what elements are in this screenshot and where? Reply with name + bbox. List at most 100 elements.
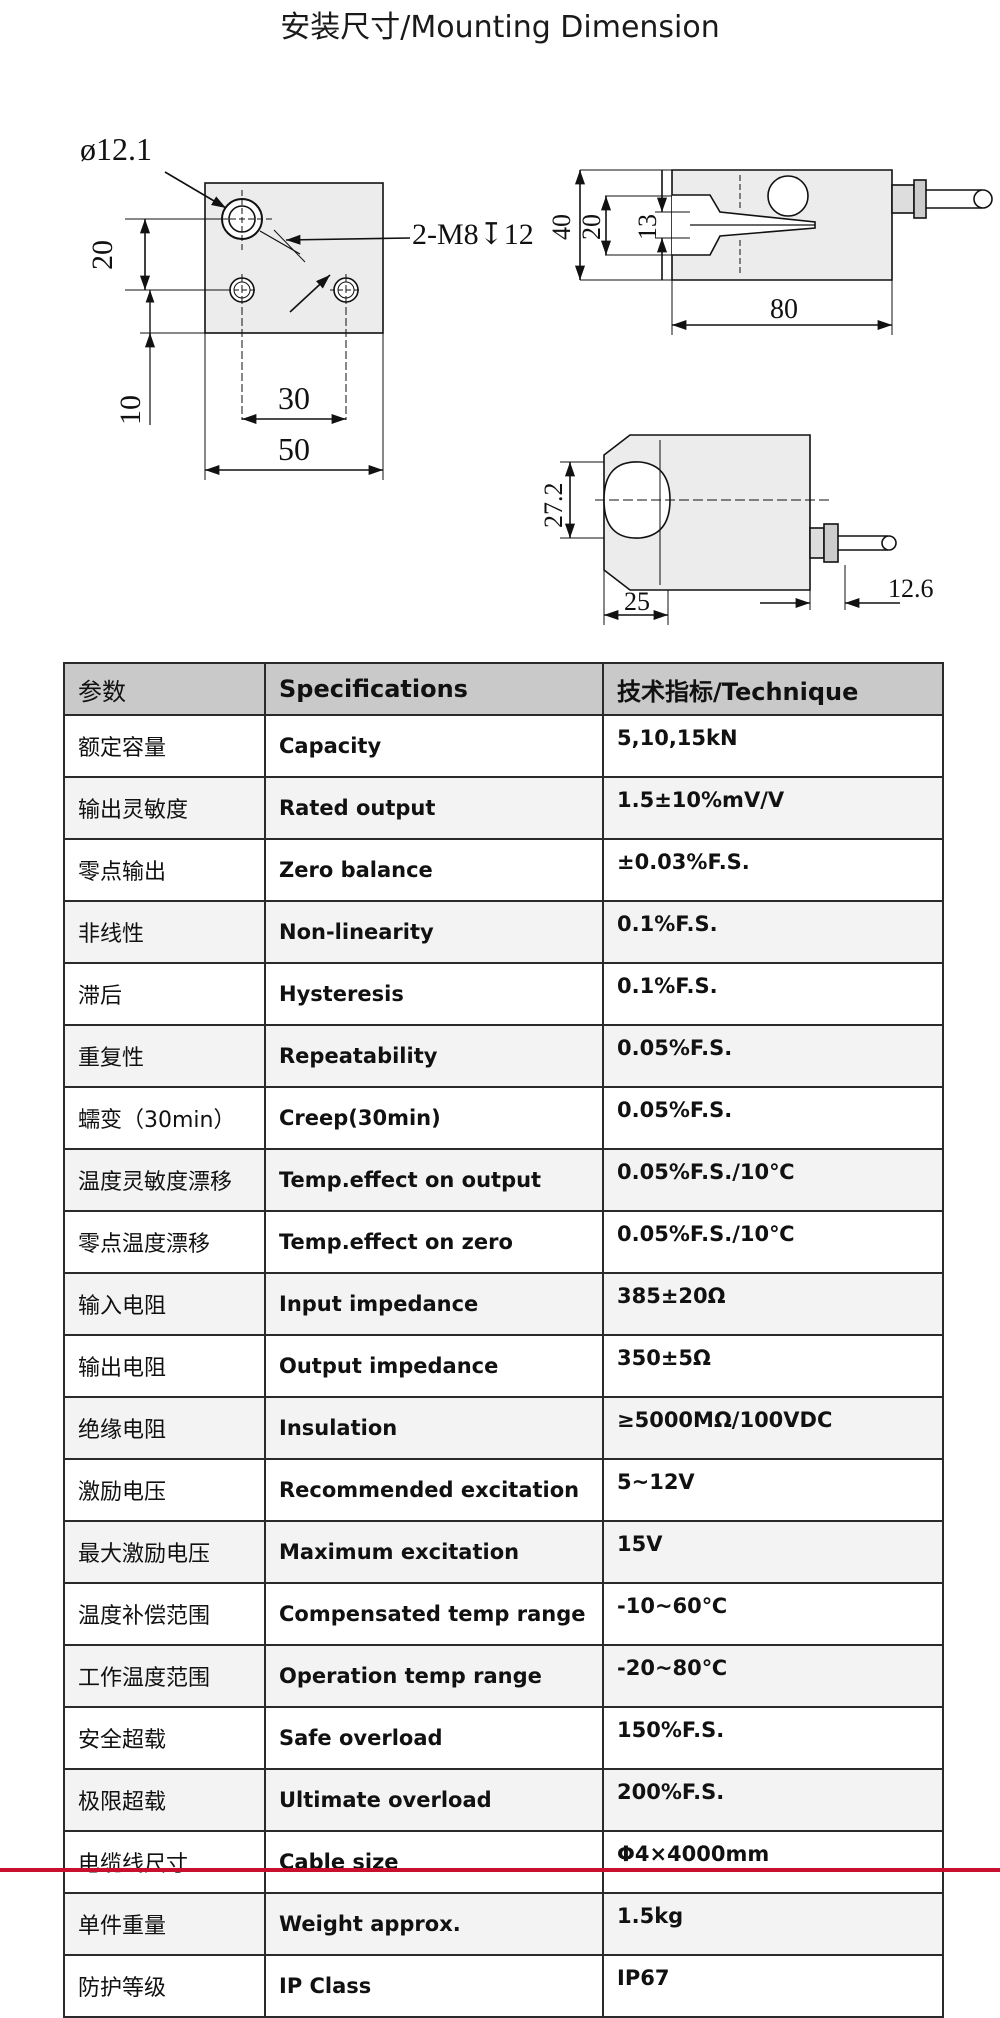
dim-side-20: 20 — [577, 214, 606, 240]
spec-name-cell: Rated output — [264, 776, 604, 840]
spec-param-cell: 输出灵敏度 — [63, 776, 266, 840]
spec-value-cell: 0.05%F.S. — [602, 1086, 944, 1150]
spec-name-cell: Maximum excitation — [264, 1520, 604, 1584]
dim-front-20: 20 — [86, 240, 119, 270]
spec-param-cell: 工作温度范围 — [63, 1644, 266, 1708]
side-view — [574, 169, 993, 335]
spec-value-cell: 15V — [602, 1520, 944, 1584]
table-header-row: 参数 Specifications 技术指标/Technique — [63, 662, 944, 716]
spec-name-cell: Zero balance — [264, 838, 604, 902]
mounting-drawing: ø12.1 2-M8↧12 20 10 30 50 40 — [80, 131, 993, 625]
side-view-labels: 40 20 13 80 — [547, 214, 798, 325]
dim-top-12-6: 12.6 — [888, 574, 934, 603]
spec-param-cell: 零点输出 — [63, 838, 266, 902]
dim-side-13: 13 — [633, 214, 662, 240]
spec-value-cell: 150%F.S. — [602, 1706, 944, 1770]
spec-name-cell: Weight approx. — [264, 1892, 604, 1956]
spec-param-cell: 零点温度漂移 — [63, 1210, 266, 1274]
top-view-labels: 27.2 25 12.6 — [539, 483, 934, 617]
spec-name-cell: Temp.effect on output — [264, 1148, 604, 1212]
spec-param-cell: 滞后 — [63, 962, 266, 1026]
spec-name-cell: Hysteresis — [264, 962, 604, 1026]
dim-thread-callout: 2-M8↧12 — [412, 218, 534, 251]
spec-param-cell: 输出电阻 — [63, 1334, 266, 1398]
spec-name-cell: Operation temp range — [264, 1644, 604, 1708]
dim-front-30: 30 — [278, 380, 310, 416]
header-param: 参数 — [63, 662, 266, 716]
spec-value-cell: ≥5000MΩ/100VDC — [602, 1396, 944, 1460]
spec-param-cell: 重复性 — [63, 1024, 266, 1088]
spec-param-cell: 最大激励电压 — [63, 1520, 266, 1584]
spec-value-cell: 5~12V — [602, 1458, 944, 1522]
spec-value-cell: -10~60℃ — [602, 1582, 944, 1646]
spec-name-cell: Compensated temp range — [264, 1582, 604, 1646]
spec-name-cell: Recommended excitation — [264, 1458, 604, 1522]
page-title: 安装尺寸/Mounting Dimension — [280, 10, 720, 45]
top-view — [560, 434, 900, 625]
spec-name-cell: Insulation — [264, 1396, 604, 1460]
table-row: 蠕变（30min）Creep(30min)0.05%F.S. — [63, 1086, 944, 1150]
header-tech: 技术指标/Technique — [602, 662, 944, 716]
header-spec: Specifications — [264, 662, 604, 716]
spec-value-cell: IP67 — [602, 1954, 944, 2018]
dim-side-80: 80 — [770, 294, 798, 325]
spec-value-cell: Φ4×4000mm — [602, 1830, 944, 1894]
dim-side-40: 40 — [547, 214, 576, 240]
spec-param-cell: 温度补偿范围 — [63, 1582, 266, 1646]
spec-param-cell: 额定容量 — [63, 714, 266, 778]
spec-value-cell: -20~80℃ — [602, 1644, 944, 1708]
dim-front-10: 10 — [114, 395, 147, 425]
spec-param-cell: 防护等级 — [63, 1954, 266, 2018]
spec-name-cell: IP Class — [264, 1954, 604, 2018]
spec-value-cell: 0.1%F.S. — [602, 962, 944, 1026]
spec-name-cell: Temp.effect on zero — [264, 1210, 604, 1274]
spec-param-cell: 绝缘电阻 — [63, 1396, 266, 1460]
spec-param-cell: 非线性 — [63, 900, 266, 964]
spec-value-cell: 1.5kg — [602, 1892, 944, 1956]
spec-param-cell: 电缆线尺寸 — [63, 1830, 266, 1894]
spec-param-cell: 单件重量 — [63, 1892, 266, 1956]
spec-param-cell: 激励电压 — [63, 1458, 266, 1522]
spec-value-cell: 0.1%F.S. — [602, 900, 944, 964]
dim-hole-diameter: ø12.1 — [80, 131, 152, 167]
spec-param-cell: 极限超载 — [63, 1768, 266, 1832]
spec-name-cell: Output impedance — [264, 1334, 604, 1398]
spec-name-cell: Creep(30min) — [264, 1086, 604, 1150]
dim-top-25: 25 — [624, 587, 650, 616]
spec-name-cell: Non-linearity — [264, 900, 604, 964]
spec-name-cell: Cable size — [264, 1830, 604, 1894]
spec-name-cell: Ultimate overload — [264, 1768, 604, 1832]
spec-value-cell: 385±20Ω — [602, 1272, 944, 1336]
spec-value-cell: 1.5±10%mV/V — [602, 776, 944, 840]
front-view-labels: ø12.1 2-M8↧12 20 10 30 50 — [80, 131, 534, 467]
spec-value-cell: 0.05%F.S./10℃ — [602, 1148, 944, 1212]
spec-param-cell: 输入电阻 — [63, 1272, 266, 1336]
spec-param-cell: 安全超载 — [63, 1706, 266, 1770]
spec-name-cell: Input impedance — [264, 1272, 604, 1336]
spec-value-cell: 0.05%F.S./10℃ — [602, 1210, 944, 1274]
spec-name-cell: Safe overload — [264, 1706, 604, 1770]
dim-front-50: 50 — [278, 431, 310, 467]
spec-value-cell: 5,10,15kN — [602, 714, 944, 778]
spec-name-cell: Capacity — [264, 714, 604, 778]
spec-value-cell: ±0.03%F.S. — [602, 838, 944, 902]
spec-value-cell: 0.05%F.S. — [602, 1024, 944, 1088]
spec-param-cell: 蠕变（30min） — [63, 1086, 266, 1150]
